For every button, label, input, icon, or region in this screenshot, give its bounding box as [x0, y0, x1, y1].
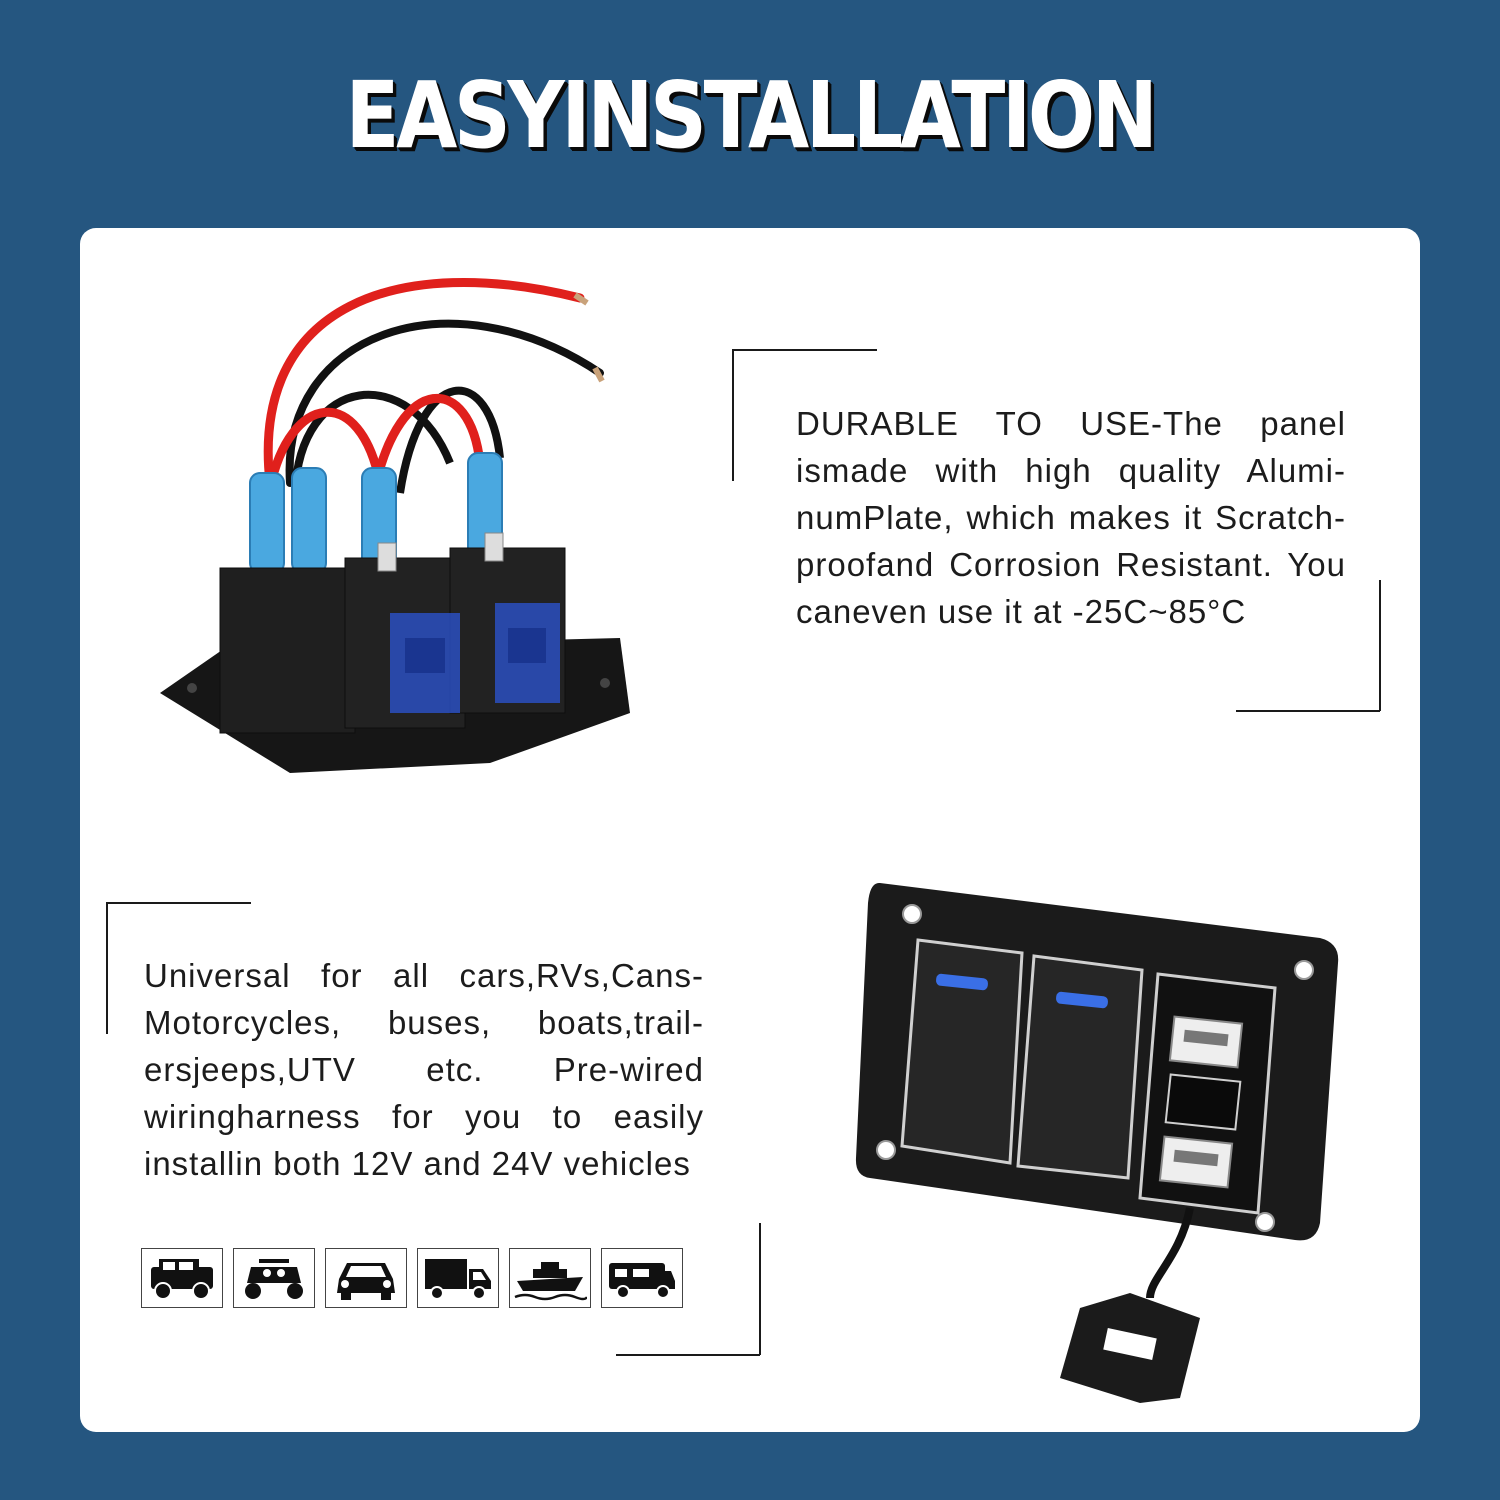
switch-panel-wiring-photo	[160, 277, 630, 773]
frame-2-right-line	[759, 1223, 761, 1355]
content-card: DURABLE TO USE-The panel ismade with hig…	[80, 228, 1420, 1432]
frame-2-left-line	[106, 902, 108, 1034]
page-headline: EASYINSTALLATION	[345, 62, 1157, 169]
frame-1-top-line	[732, 349, 877, 351]
switch-panel-front-photo	[855, 882, 1339, 1403]
frame-1-left-line	[732, 349, 734, 481]
rv-icon	[601, 1248, 683, 1308]
frame-2-top-line	[106, 902, 251, 904]
jeep-icon	[141, 1248, 223, 1308]
truck-icon	[417, 1248, 499, 1308]
frame-1-bottom-line	[1236, 710, 1380, 712]
feature-durable-text: DURABLE TO USE-The panel ismade with hig…	[796, 405, 1346, 630]
vehicle-icons-row	[141, 1248, 683, 1308]
frame-2-bottom-line	[616, 1354, 760, 1356]
car-icon	[325, 1248, 407, 1308]
frame-1-right-line	[1379, 580, 1381, 711]
boat-icon	[509, 1248, 591, 1308]
utv-icon	[233, 1248, 315, 1308]
feature-universal-text: Universal for all cars,RVs,Cans-Motorcyc…	[144, 957, 704, 1182]
